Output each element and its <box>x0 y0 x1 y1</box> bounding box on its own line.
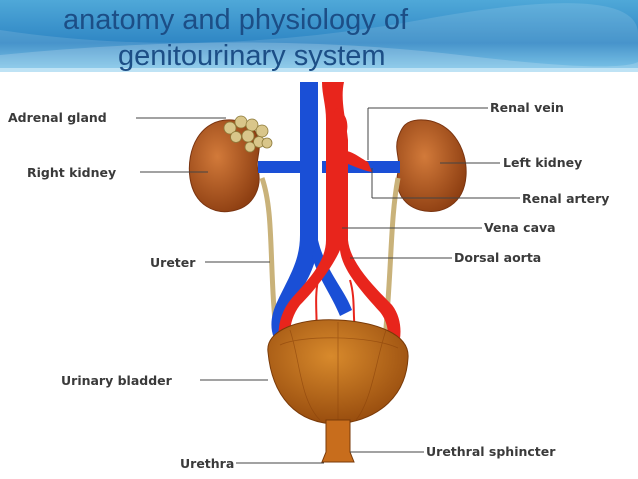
slide-header: anatomy and physiology of genitourinary … <box>0 0 638 72</box>
slide-title-line-2: genitourinary system <box>118 40 386 72</box>
aortic-arch-branches <box>334 108 348 135</box>
label-renal-artery: Renal artery <box>522 191 609 206</box>
label-vena-cava: Vena cava <box>484 220 556 235</box>
label-renal-vein: Renal vein <box>490 100 564 115</box>
label-left-kidney: Left kidney <box>503 155 582 170</box>
label-urinary-bladder: Urinary bladder <box>61 373 173 388</box>
label-adrenal-gland: Adrenal gland <box>8 110 107 125</box>
bladder-striations <box>279 321 399 424</box>
label-right-kidney: Right kidney <box>27 165 116 180</box>
leader-lines <box>136 107 520 464</box>
dorsal-aorta <box>278 82 401 348</box>
label-urethral-sphincter: Urethral sphincter <box>426 444 556 459</box>
header-wave-decoration <box>0 3 638 72</box>
label-ureter: Ureter <box>150 255 196 270</box>
adrenal-gland <box>223 115 273 153</box>
label-dorsal-aorta: Dorsal aorta <box>454 250 541 265</box>
slide-title-line-1: anatomy and physiology of <box>63 4 408 36</box>
renal-artery <box>340 150 372 172</box>
vena-cava <box>271 82 318 348</box>
left-kidney <box>396 119 467 212</box>
label-urethra: Urethra <box>180 456 234 471</box>
urethra <box>321 419 355 463</box>
genitourinary-diagram: Adrenal gland Right kidney Ureter Urinar… <box>8 82 609 471</box>
